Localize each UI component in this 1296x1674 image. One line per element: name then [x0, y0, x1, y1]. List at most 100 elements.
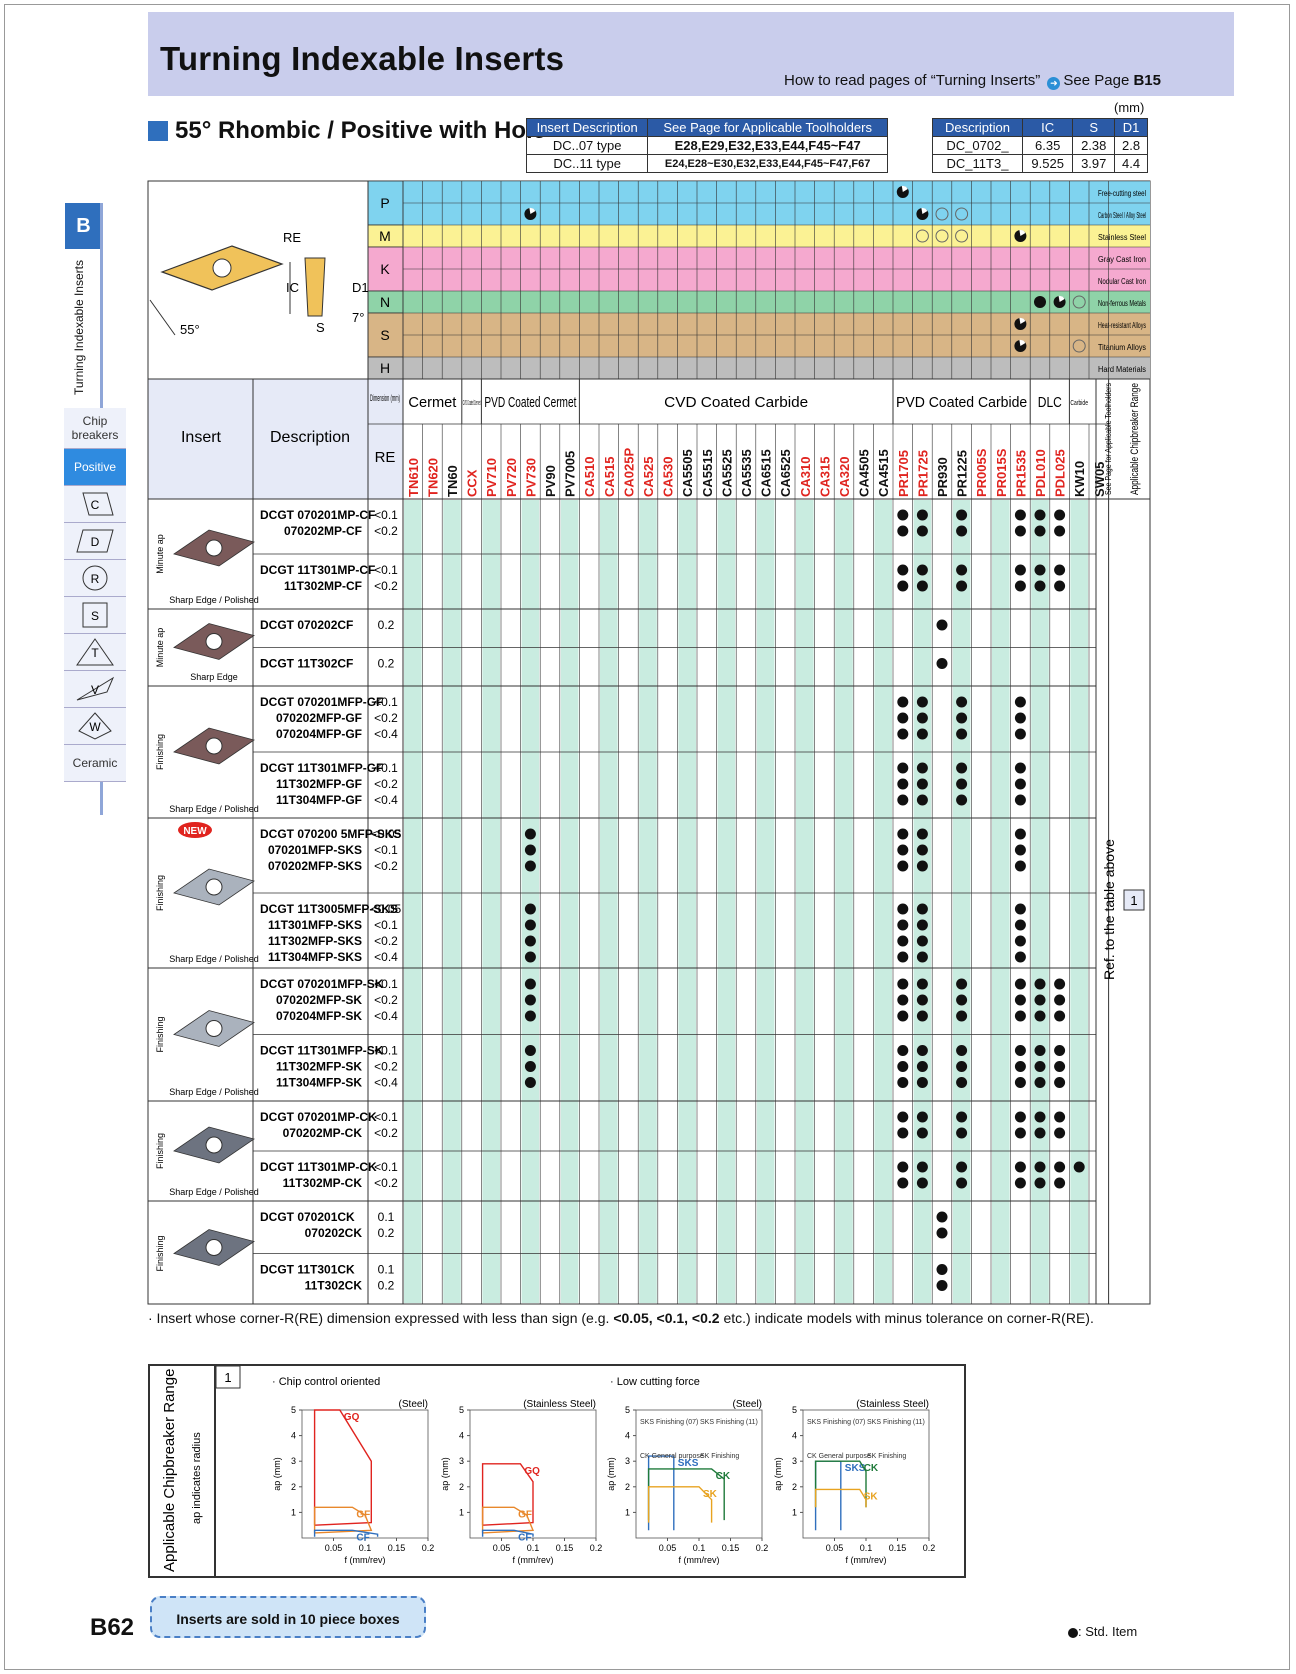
re-value: <0.4 [374, 1009, 398, 1023]
std-item-dot-icon [897, 1010, 909, 1022]
range-number: 1 [224, 1370, 231, 1385]
side-item-d[interactable]: D [64, 523, 126, 560]
grade-column-bg [502, 500, 520, 1303]
re-value: <0.2 [374, 1176, 398, 1190]
material-code: P [380, 195, 389, 211]
grade-name: CCX [465, 469, 480, 497]
std-item-dot-icon [897, 1161, 909, 1173]
std-item-dot-icon [897, 728, 909, 740]
std-item-dot-icon [897, 580, 909, 592]
x-tick-label: 0.05 [659, 1543, 677, 1553]
chart-title: (Steel) [399, 1399, 428, 1410]
shape-w-icon: W [78, 712, 112, 740]
header-re: RE [375, 449, 396, 466]
std-item-dot-icon [916, 580, 928, 592]
std-item-dot-icon [897, 978, 909, 990]
side-item-positive[interactable]: Positive [64, 449, 126, 486]
page-frame [4, 4, 1290, 1670]
chipbreaker-range-box [148, 1364, 966, 1578]
description-line: 11T302CK [305, 1279, 363, 1293]
grade-column-bg [521, 500, 540, 1303]
grade-name: CA5535 [739, 449, 754, 497]
y-tick-label: 2 [459, 1482, 464, 1492]
y-axis-label: ap (mm) [773, 1457, 783, 1491]
shape-s-icon: S [82, 602, 108, 628]
series-label: CK [716, 1471, 731, 1482]
description-line: 11T302MP-CF [284, 579, 362, 593]
material-label-bg [1096, 183, 1148, 201]
section-tab-b[interactable]: B [65, 203, 102, 249]
side-item-c[interactable]: C [64, 486, 126, 523]
std-item-dot-icon [897, 903, 909, 915]
edge-label: Sharp Edge / Polished [169, 804, 259, 814]
std-item-dot-icon [956, 978, 968, 990]
description-line: 11T302MFP-GF [276, 777, 362, 791]
grade-name: CA510 [582, 457, 597, 497]
side-item-t[interactable]: T [64, 634, 126, 671]
d1-label: D1 [352, 280, 369, 295]
std-item-dot-icon [956, 696, 968, 708]
std-item-dot-icon [1014, 509, 1026, 521]
side-item-r[interactable]: R [64, 560, 126, 597]
subtitle-page[interactable]: B15 [1133, 72, 1161, 89]
side-item-w[interactable]: W [64, 708, 126, 745]
series-label: SK [703, 1489, 718, 1500]
re-label: RE [283, 230, 301, 245]
grade-column-bg [443, 500, 461, 1303]
header-chipbreaker-range: Applicable Chipbreaker Range [1129, 383, 1141, 495]
std-item-dot-icon [956, 1061, 968, 1072]
series-outline [313, 1409, 372, 1526]
mark-half-notch [1019, 339, 1026, 346]
grade-column-bg [854, 500, 873, 1303]
series-outline [814, 1460, 867, 1508]
insert-photo-hole-icon [205, 633, 223, 650]
mark-half-notch [1019, 317, 1026, 324]
series-label: SK [864, 1491, 879, 1502]
series-outline [481, 1506, 535, 1534]
series-outline [313, 1529, 379, 1537]
x-tick-label: 0.2 [756, 1543, 769, 1553]
side-item-chip-breakers[interactable]: Chip breakers [64, 408, 126, 449]
std-item-dot-icon [916, 978, 928, 990]
chipbreaker-label: Minute ap [155, 534, 165, 574]
grade-name: TN610 [406, 458, 421, 497]
side-item-s[interactable]: S [64, 597, 126, 634]
side-item-v[interactable]: V [64, 671, 126, 708]
std-item-dot-icon [1034, 580, 1046, 592]
low-force-label: · Low cutting force [610, 1376, 700, 1388]
chip-control-label: · Chip control oriented [272, 1376, 380, 1388]
std-item-dot-icon [956, 1077, 968, 1088]
grade-column-bg [541, 500, 559, 1303]
re-value: <0.2 [374, 1060, 398, 1074]
th-ic: IC [1021, 118, 1074, 137]
td-type: DC..07 type [525, 136, 649, 155]
y-tick-label: 1 [625, 1507, 630, 1517]
description-line: 070201MFP-SKS [268, 843, 362, 857]
x-axis-label: f (mm/rev) [345, 1555, 386, 1565]
std-item-dot-icon [956, 564, 968, 576]
td-pages[interactable]: E24,E28~E30,E32,E33,E44,F45~F47,F67 [647, 154, 888, 173]
std-item-dot-icon [916, 564, 928, 576]
std-item-dot-icon [956, 1177, 968, 1189]
grade-name: CA310 [798, 457, 813, 497]
grade-name: PR015S [994, 448, 1009, 497]
re-value: <0.05 [371, 827, 402, 841]
material-band-H [368, 357, 1150, 379]
shape-d-icon: D [76, 529, 114, 553]
std-item-dot-icon [1014, 712, 1026, 724]
std-item-dot-icon [897, 935, 909, 947]
grade-column-bg [1031, 500, 1049, 1303]
std-item-dot-icon [916, 903, 928, 915]
grade-name: PR1725 [915, 450, 930, 497]
std-legend: : Std. Item [1068, 1624, 1137, 1639]
side-item-ceramic[interactable]: Ceramic [64, 745, 126, 782]
grade-column-bg [482, 500, 500, 1303]
y-tick-label: 3 [792, 1456, 797, 1466]
grade-name: PR1705 [896, 450, 911, 497]
re-value: <0.2 [374, 777, 398, 791]
mark-ring-icon [935, 229, 949, 243]
subtitle-link[interactable]: See Page [1063, 72, 1130, 89]
re-value: <0.4 [374, 727, 398, 741]
std-item-dot-icon [1054, 1111, 1066, 1123]
header-insert: Insert [181, 429, 222, 446]
